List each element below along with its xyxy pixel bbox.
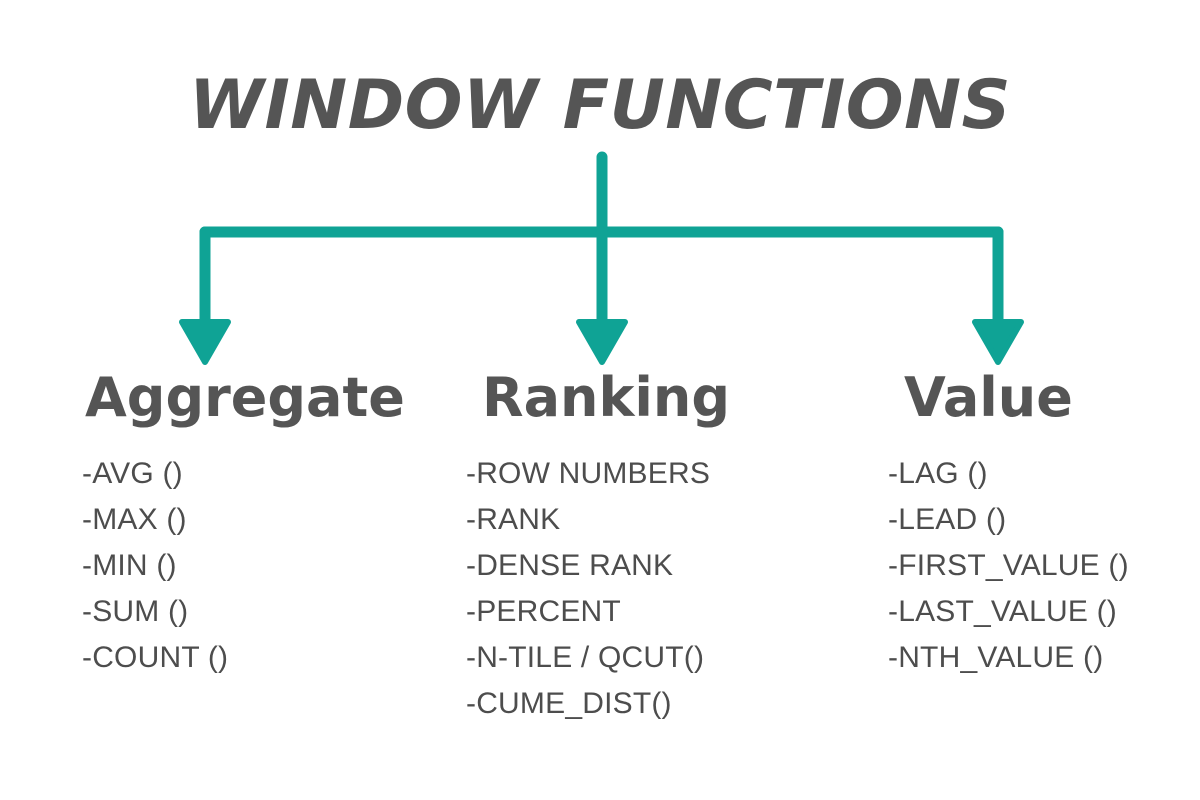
list-item: -DENSE RANK <box>466 548 674 582</box>
function-list-aggregate: -AVG () -MAX () -MIN () -SUM () -COUNT (… <box>82 451 442 681</box>
list-item: -FIRST_VALUE () <box>888 548 1129 582</box>
list-item: -LEAD () <box>888 502 1007 536</box>
category-column-aggregate: Aggregate -AVG () -MAX () -MIN () -SUM (… <box>82 366 442 681</box>
list-item: -RANK <box>466 502 561 536</box>
list-item: -MIN () <box>82 548 177 582</box>
list-item: -SUM () <box>82 594 189 628</box>
arrow-to-value <box>972 319 1024 365</box>
arrow-to-aggregate <box>179 319 231 365</box>
function-list-value: -LAG () -LEAD () -FIRST_VALUE () -LAST_V… <box>888 451 1188 681</box>
column-heading-ranking: Ranking <box>482 366 730 429</box>
list-item: -N-TILE / QCUT() <box>466 640 705 674</box>
list-item: -CUME_DIST() <box>466 686 672 720</box>
list-item: -LAG () <box>888 456 988 490</box>
list-item: -NTH_VALUE () <box>888 640 1104 674</box>
page-title: WINDOW FUNCTIONS <box>188 66 1011 145</box>
list-item: -COUNT () <box>82 640 229 674</box>
list-item: -LAST_VALUE () <box>888 594 1117 628</box>
arrow-to-ranking <box>576 319 628 365</box>
list-item: -PERCENT <box>466 594 621 628</box>
function-list-ranking: -ROW NUMBERS -RANK -DENSE RANK -PERCENT … <box>466 451 866 727</box>
column-heading-value: Value <box>904 366 1073 429</box>
category-column-ranking: Ranking -ROW NUMBERS -RANK -DENSE RANK -… <box>466 366 866 727</box>
list-item: -ROW NUMBERS <box>466 456 711 490</box>
list-item: -AVG () <box>82 456 183 490</box>
list-item: -MAX () <box>82 502 187 536</box>
category-column-value: Value -LAG () -LEAD () -FIRST_VALUE () -… <box>888 366 1188 681</box>
column-heading-aggregate: Aggregate <box>85 366 405 429</box>
